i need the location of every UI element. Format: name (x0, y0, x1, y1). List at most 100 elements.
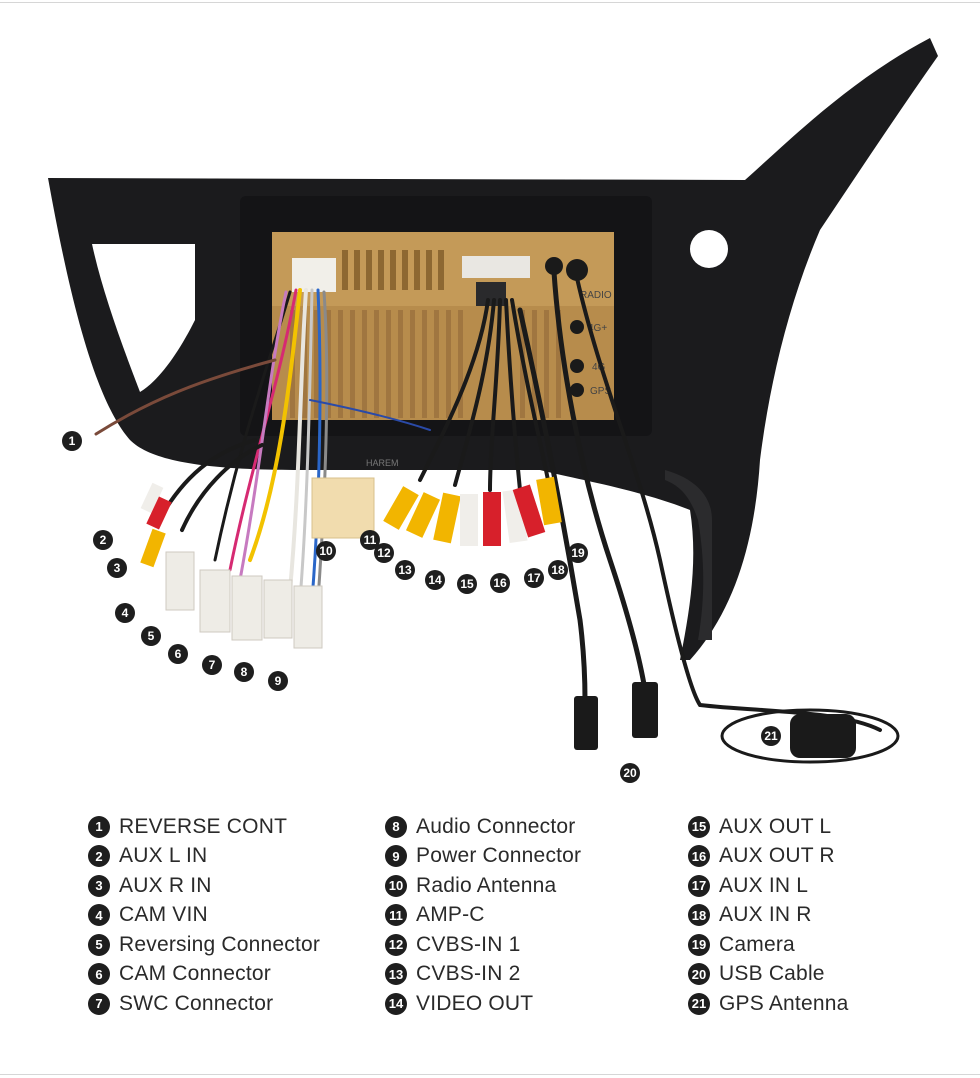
callout-marker-18: 18 (548, 560, 568, 580)
port-gps (570, 383, 584, 397)
audio-connector (263, 579, 293, 639)
callout-marker-10: 10 (316, 541, 336, 561)
svg-text:5: 5 (148, 629, 155, 643)
legend-label-16: AUX OUT R (719, 844, 835, 868)
legend-number-16: 16 (688, 845, 710, 868)
wiring-harness (94, 269, 882, 732)
legend-label-15: AUX OUT L (719, 814, 832, 838)
legend-label-2: AUX L IN (119, 844, 208, 868)
svg-text:10: 10 (319, 544, 333, 558)
usb-plugs (574, 682, 658, 750)
svg-text:2: 2 (100, 533, 107, 547)
antenna-port (545, 257, 563, 275)
callout-marker-11: 11 (360, 530, 380, 550)
svg-text:6: 6 (175, 647, 182, 661)
callout-marker-5: 5 (141, 626, 161, 646)
data-socket (462, 256, 530, 278)
svg-text:4: 4 (122, 606, 129, 620)
reversing-connector (165, 551, 195, 611)
legend-number-6: 6 (88, 963, 110, 986)
svg-text:17: 17 (527, 571, 541, 585)
svg-text:3: 3 (114, 561, 121, 575)
callout-marker-20: 20 (620, 763, 640, 783)
legend-number-4: 4 (88, 904, 110, 927)
legend-item-15: 15 AUX OUT L (688, 812, 848, 842)
legend-item-1: 1 REVERSE CONT (88, 812, 320, 842)
legend-number-12: 12 (385, 933, 407, 956)
rca-plugs-left (140, 482, 172, 568)
callout-marker-7: 7 (202, 655, 222, 675)
legend-label-12: CVBS-IN 1 (416, 932, 521, 956)
callout-marker-15: 15 (457, 574, 477, 594)
legend-item-2: 2 AUX L IN (88, 842, 320, 872)
callout-marker-2: 2 (93, 530, 113, 550)
bottom-divider (0, 1074, 980, 1075)
port-4g (570, 359, 584, 373)
legend-label-10: Radio Antenna (416, 873, 557, 897)
legend-number-15: 15 (688, 815, 710, 838)
legend-label-20: USB Cable (719, 962, 825, 986)
iso-socket (292, 258, 336, 292)
swc-connector (231, 575, 263, 641)
svg-text:7: 7 (209, 658, 216, 672)
svg-text:1: 1 (69, 434, 76, 448)
head-unit-housing: RADIO 4G+ 4G GPS (272, 232, 614, 420)
callout-marker-9: 9 (268, 671, 288, 691)
legend-label-13: CVBS-IN 2 (416, 962, 521, 986)
svg-text:15: 15 (460, 577, 474, 591)
legend-label-14: VIDEO OUT (416, 991, 534, 1015)
legend-number-7: 7 (88, 992, 110, 1015)
heat-sink-fins (290, 310, 561, 418)
svg-text:14: 14 (428, 573, 442, 587)
legend-label-8: Audio Connector (416, 814, 576, 838)
rca-plugs-right (383, 476, 562, 546)
svg-text:11: 11 (364, 533, 377, 547)
legend-number-8: 8 (385, 815, 407, 838)
legend-label-5: Reversing Connector (119, 932, 321, 956)
callout-marker-6: 6 (168, 644, 188, 664)
legend-label-19: Camera (719, 932, 795, 956)
legend-number-19: 19 (688, 933, 710, 956)
port-4g-label: 4G (592, 362, 606, 373)
callout-marker-14: 14 (425, 570, 445, 590)
brand-watermark: HAREM (366, 458, 399, 468)
legend-number-1: 1 (88, 815, 110, 838)
legend-label-3: AUX R IN (119, 873, 212, 897)
legend-number-14: 14 (385, 992, 407, 1015)
callout-marker-4: 4 (115, 603, 135, 623)
callout-marker-21: 21 (761, 726, 781, 746)
legend-label-7: SWC Connector (119, 991, 274, 1015)
legend-item-5: 5 Reversing Connector (88, 930, 320, 960)
legend-number-5: 5 (88, 933, 110, 956)
callout-marker-13: 13 (395, 560, 415, 580)
legend-item-16: 16 AUX OUT R (688, 842, 848, 872)
callout-marker-1: 1 (62, 431, 82, 451)
legend-item-8: 8 Audio Connector (385, 812, 581, 842)
legend-item-12: 12 CVBS-IN 1 (385, 930, 581, 960)
port-gps-label: GPS (590, 386, 611, 397)
legend-number-11: 11 (385, 904, 407, 927)
svg-text:12: 12 (377, 546, 391, 560)
legend-number-17: 17 (688, 874, 710, 897)
port-4g-plus (570, 320, 584, 334)
legend-label-1: REVERSE CONT (119, 814, 288, 838)
svg-text:18: 18 (551, 563, 565, 577)
radio-port-label: RADIO (580, 290, 612, 301)
legend-number-2: 2 (88, 845, 110, 868)
legend-item-19: 19 Camera (688, 930, 848, 960)
callout-marker-8: 8 (234, 662, 254, 682)
cam-connector (199, 569, 231, 633)
svg-text:9: 9 (275, 674, 282, 688)
